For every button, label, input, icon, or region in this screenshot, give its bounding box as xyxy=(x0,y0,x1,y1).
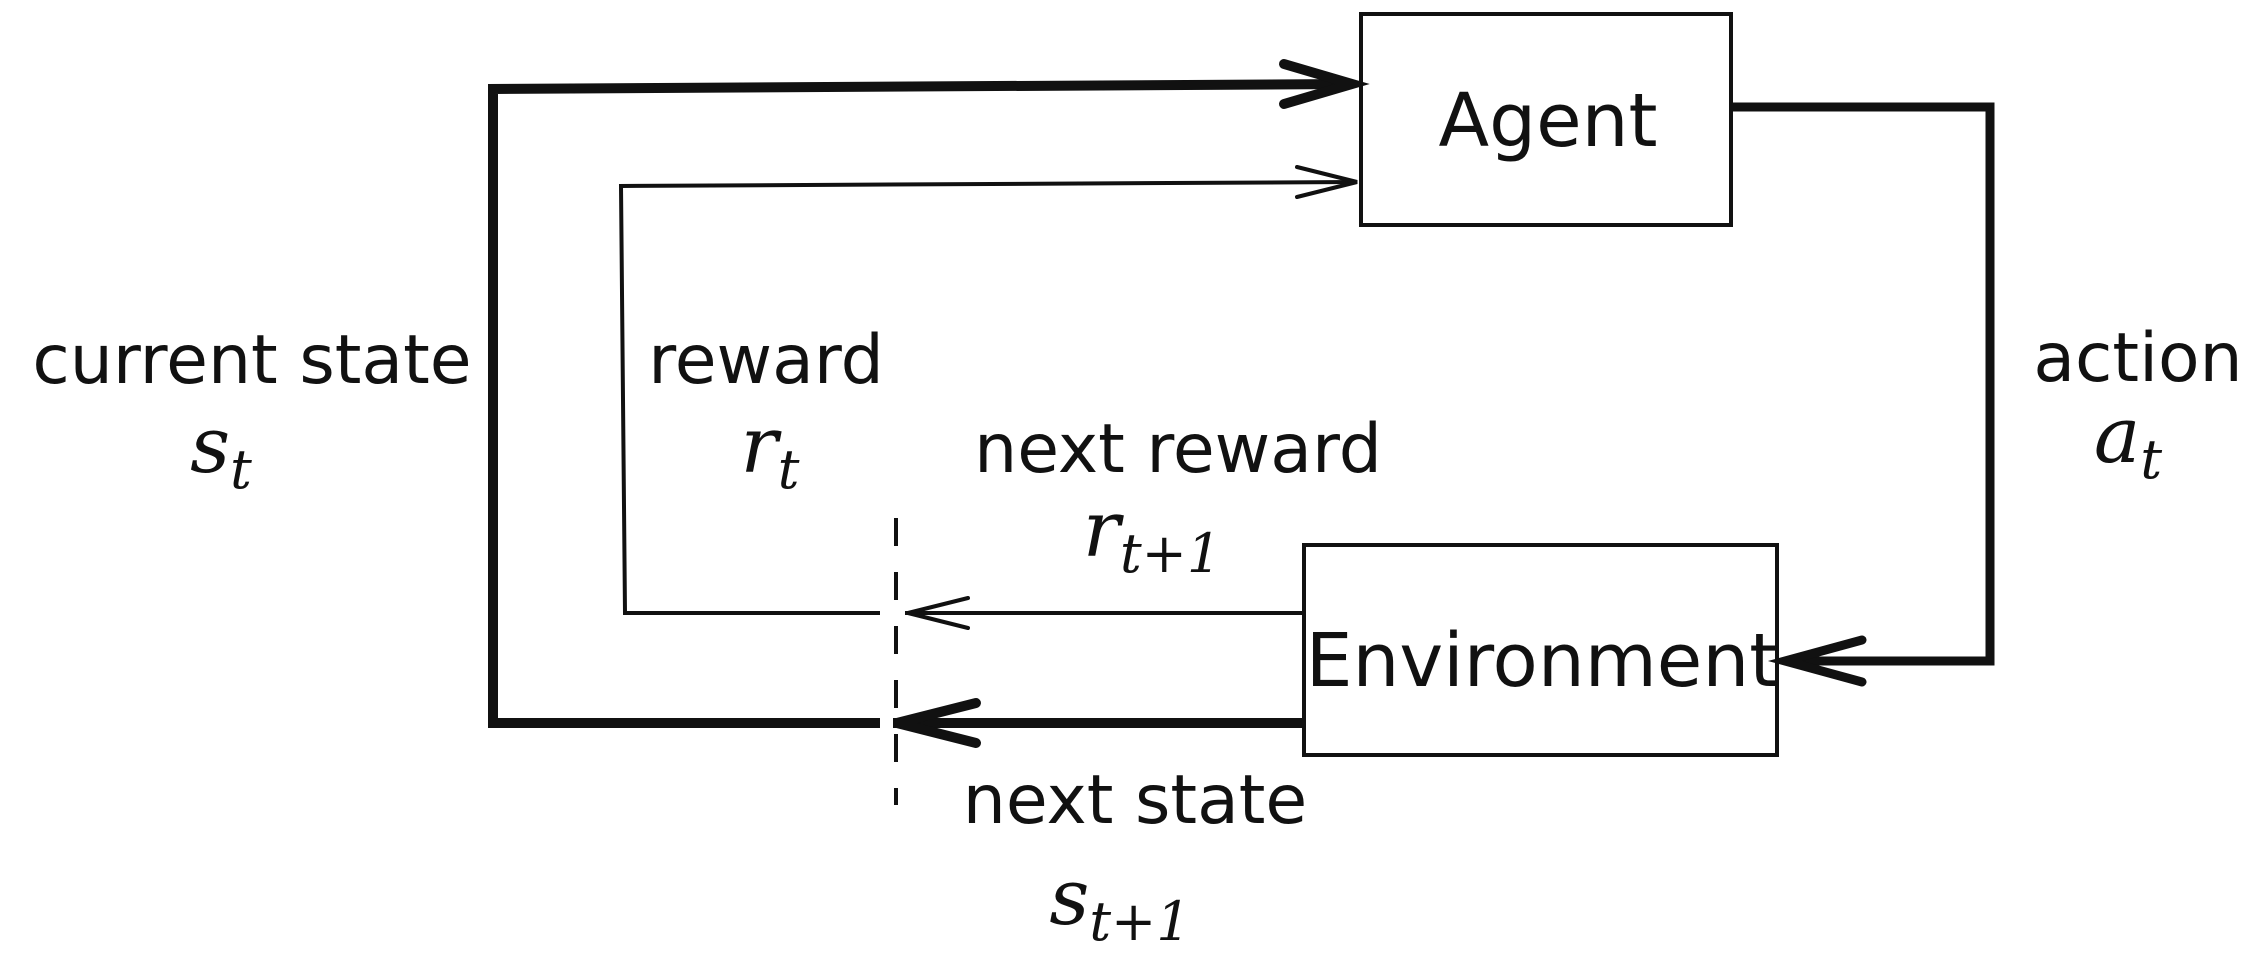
action-label: action xyxy=(2033,319,2242,398)
agent-label: Agent xyxy=(1438,78,1657,164)
next-reward-label: next reward xyxy=(974,410,1382,489)
reward-arrowhead xyxy=(1295,165,1358,199)
reward-label: reward xyxy=(648,321,884,400)
environment-label: Environment xyxy=(1306,618,1779,704)
current-state-arrowhead xyxy=(1279,59,1370,109)
symbol-s-t-plus-1: st+1 xyxy=(1049,853,1190,953)
symbol-a-t: at xyxy=(2094,391,2163,491)
next-state-arrowhead xyxy=(895,698,981,748)
next-state-label: next state xyxy=(963,761,1308,840)
agent-box xyxy=(1359,12,1733,227)
action-arrowhead xyxy=(1767,635,1867,687)
symbol-r-t: rt xyxy=(741,401,800,501)
symbol-r-t-plus-1: rt+1 xyxy=(1083,485,1222,585)
current-state-label: current state xyxy=(32,321,471,400)
current-state-arrow-line xyxy=(488,79,1348,728)
action-arrow-line xyxy=(1731,102,1995,666)
symbol-s-t: st xyxy=(190,401,252,501)
environment-box xyxy=(1302,543,1779,757)
next-reward-arrowhead xyxy=(907,596,970,630)
reward-arrow-line xyxy=(618,180,1356,615)
